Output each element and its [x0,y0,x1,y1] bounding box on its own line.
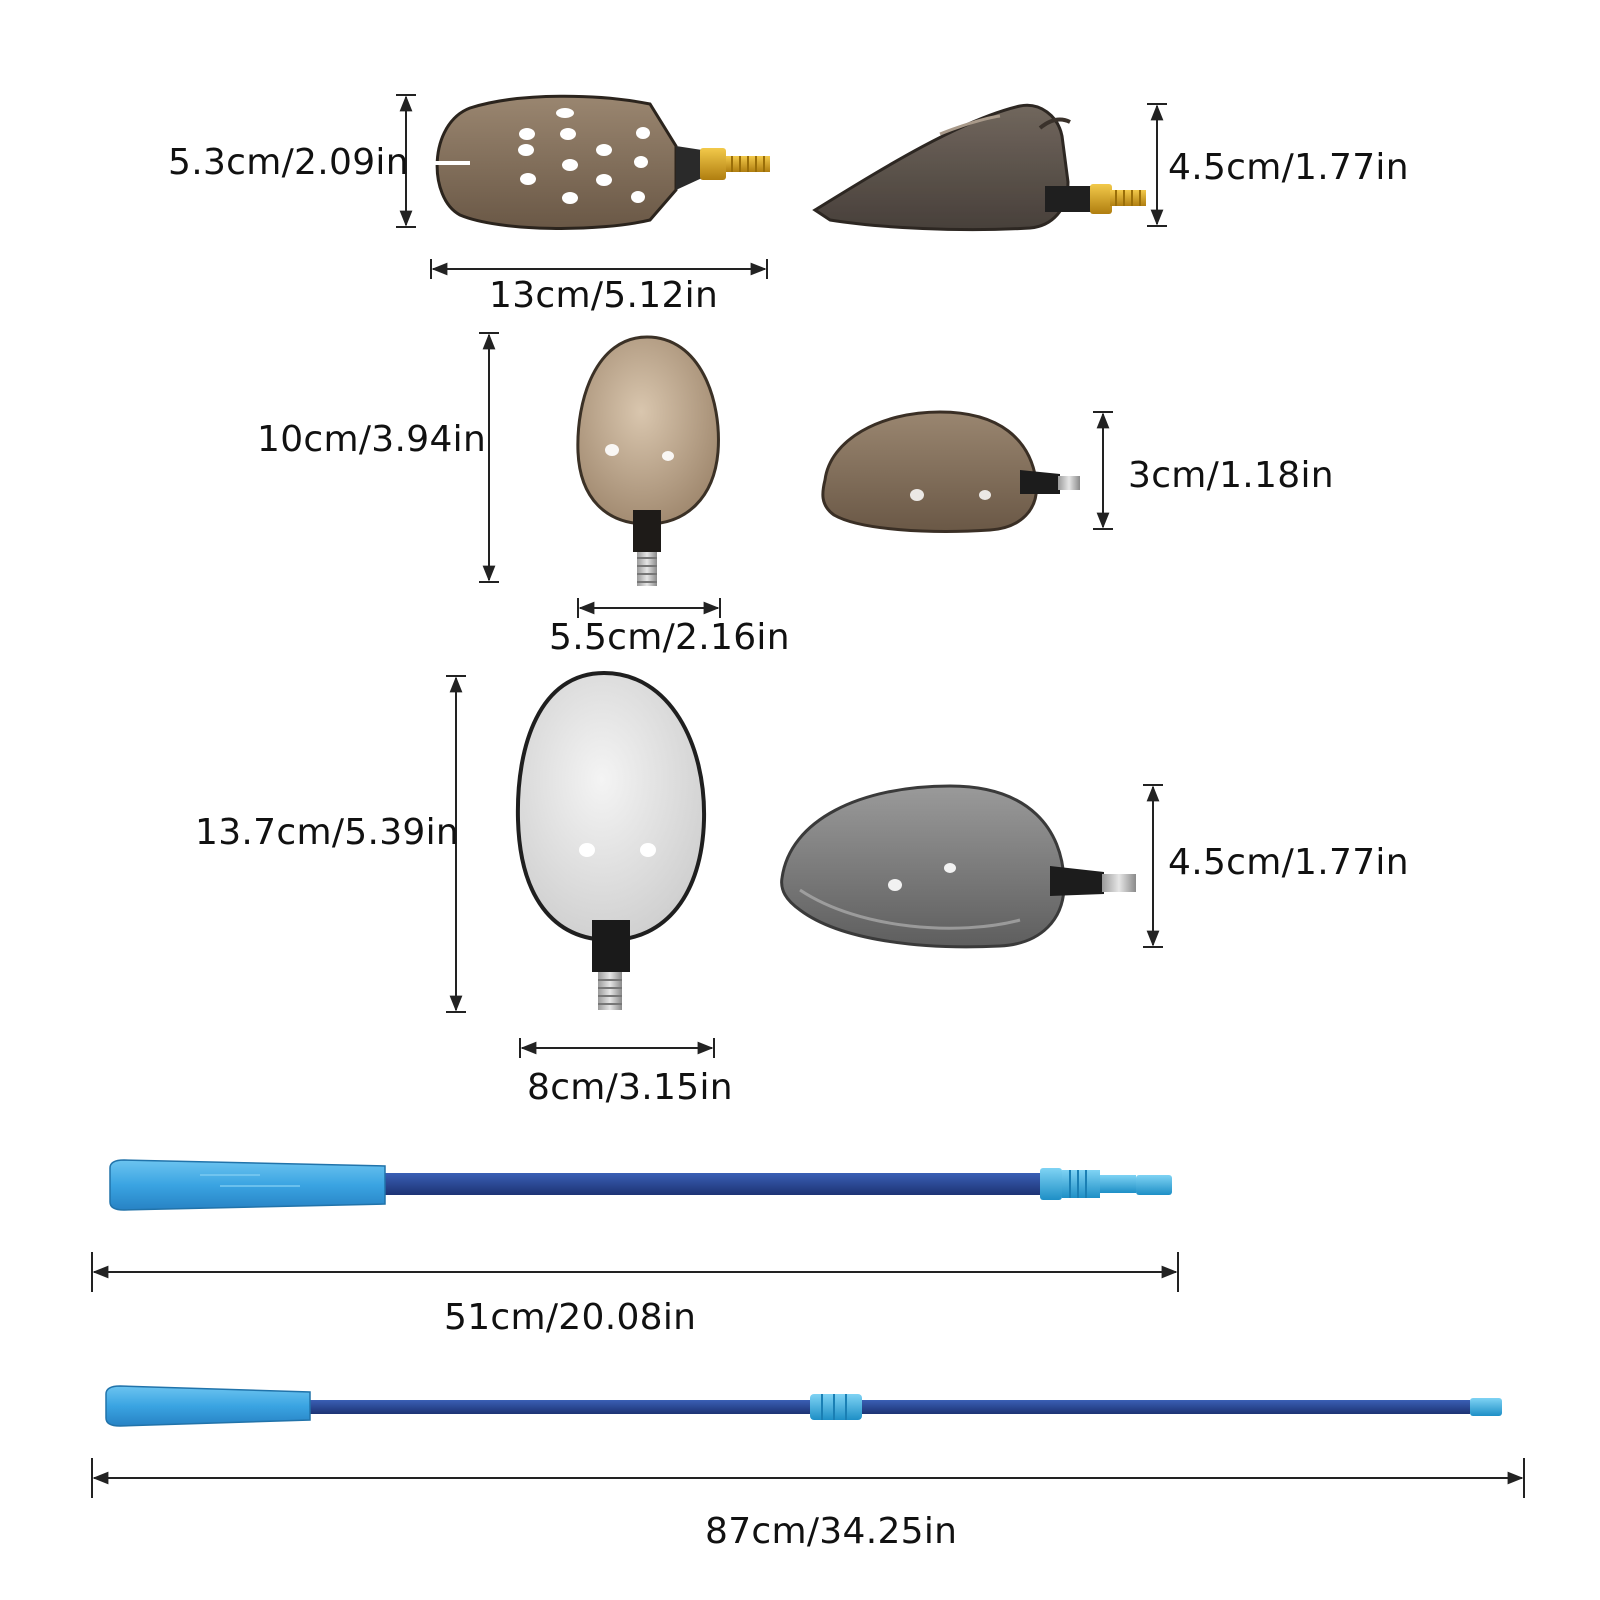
large-cup-front-view [515,670,707,1010]
large-cup-width-label: 8cm/3.15in [527,1067,733,1108]
dimension-lines [91,94,1525,1498]
small-cup-width-label: 5.5cm/2.16in [549,617,790,658]
small-cup-front-view [576,335,720,586]
perforated-scoop-top-view [430,94,770,230]
large-cup-side-height-label: 4.5cm/1.77in [1168,842,1409,883]
small-cup-side-height-label: 3cm/1.18in [1128,455,1334,496]
large-cup-side-view [780,784,1136,949]
scoop-width-label: 13cm/5.12in [489,275,719,316]
small-cup-side-view [821,410,1080,533]
perforated-scoop-side-view [812,103,1146,232]
scoop-height-label: 5.3cm/2.09in [168,142,409,183]
long-pole-length-label: 87cm/34.25in [705,1511,958,1552]
long-pole [105,1385,1502,1427]
large-cup-height-label: 13.7cm/5.39in [195,812,460,853]
short-pole [109,1159,1172,1211]
small-cup-height-label: 10cm/3.94in [257,419,487,460]
scoop-side-height-label: 4.5cm/1.77in [1168,147,1409,188]
short-pole-length-label: 51cm/20.08in [444,1297,697,1338]
